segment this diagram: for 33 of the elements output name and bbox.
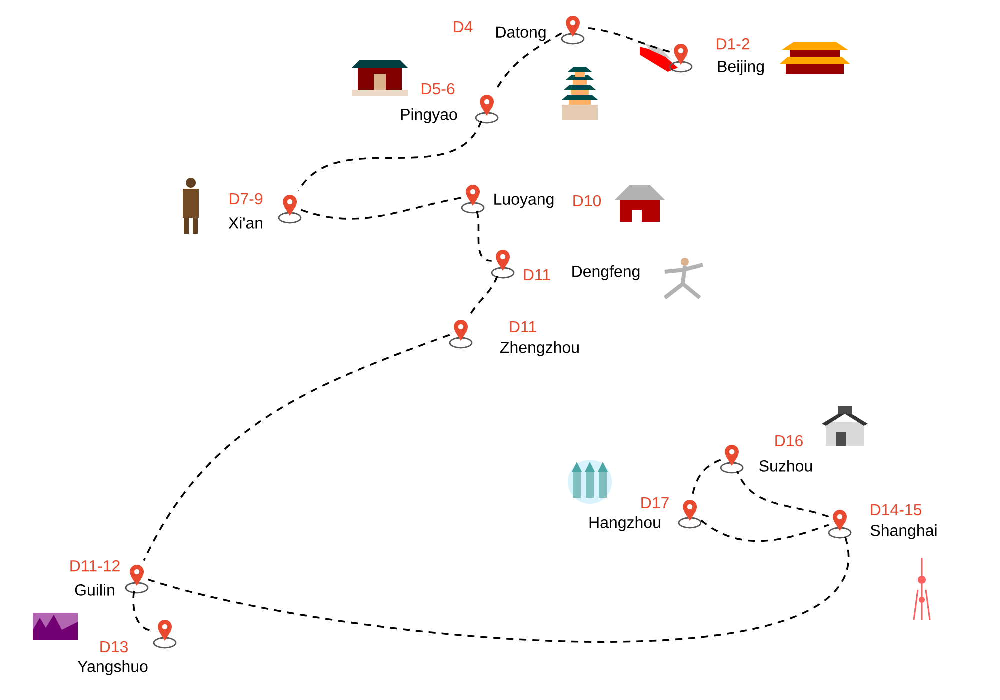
day-label: D13 bbox=[100, 641, 128, 653]
city-label: Guilin bbox=[75, 584, 114, 596]
route-line bbox=[736, 470, 830, 518]
city-label: Dengfeng bbox=[572, 266, 640, 280]
city-label: Zhengzhou bbox=[500, 342, 579, 356]
city-label: Yangshuo bbox=[78, 660, 148, 676]
route-line bbox=[692, 459, 722, 496]
city-label: Luoyang bbox=[494, 194, 554, 208]
day-label: D16 bbox=[776, 435, 803, 447]
day-label: D17 bbox=[642, 498, 669, 508]
route-line bbox=[300, 197, 462, 220]
day-label: D14-15 bbox=[871, 504, 922, 516]
route-line bbox=[476, 211, 492, 262]
day-label: D4 bbox=[454, 22, 473, 32]
city-label: Shanghai bbox=[870, 524, 937, 540]
route-line bbox=[148, 536, 848, 643]
route-line bbox=[469, 276, 498, 316]
route-line bbox=[298, 120, 482, 192]
day-label: D11 bbox=[510, 322, 536, 332]
city-label: Hangzhou bbox=[590, 516, 660, 532]
route-line bbox=[143, 334, 450, 562]
city-label: Suzhou bbox=[760, 460, 812, 472]
city-label: Xi'an bbox=[228, 217, 262, 229]
city-label: Pingyao bbox=[401, 108, 458, 124]
day-label: D5-6 bbox=[422, 83, 455, 95]
route-line bbox=[700, 520, 830, 542]
city-label: Beijing bbox=[718, 60, 764, 76]
city-label: Datong bbox=[496, 26, 546, 42]
day-label: D1-2 bbox=[716, 38, 750, 50]
day-label: D7-9 bbox=[230, 193, 263, 205]
day-label: D11 bbox=[524, 270, 550, 280]
day-label: D10 bbox=[574, 195, 602, 207]
day-label: D11-12 bbox=[70, 560, 120, 572]
